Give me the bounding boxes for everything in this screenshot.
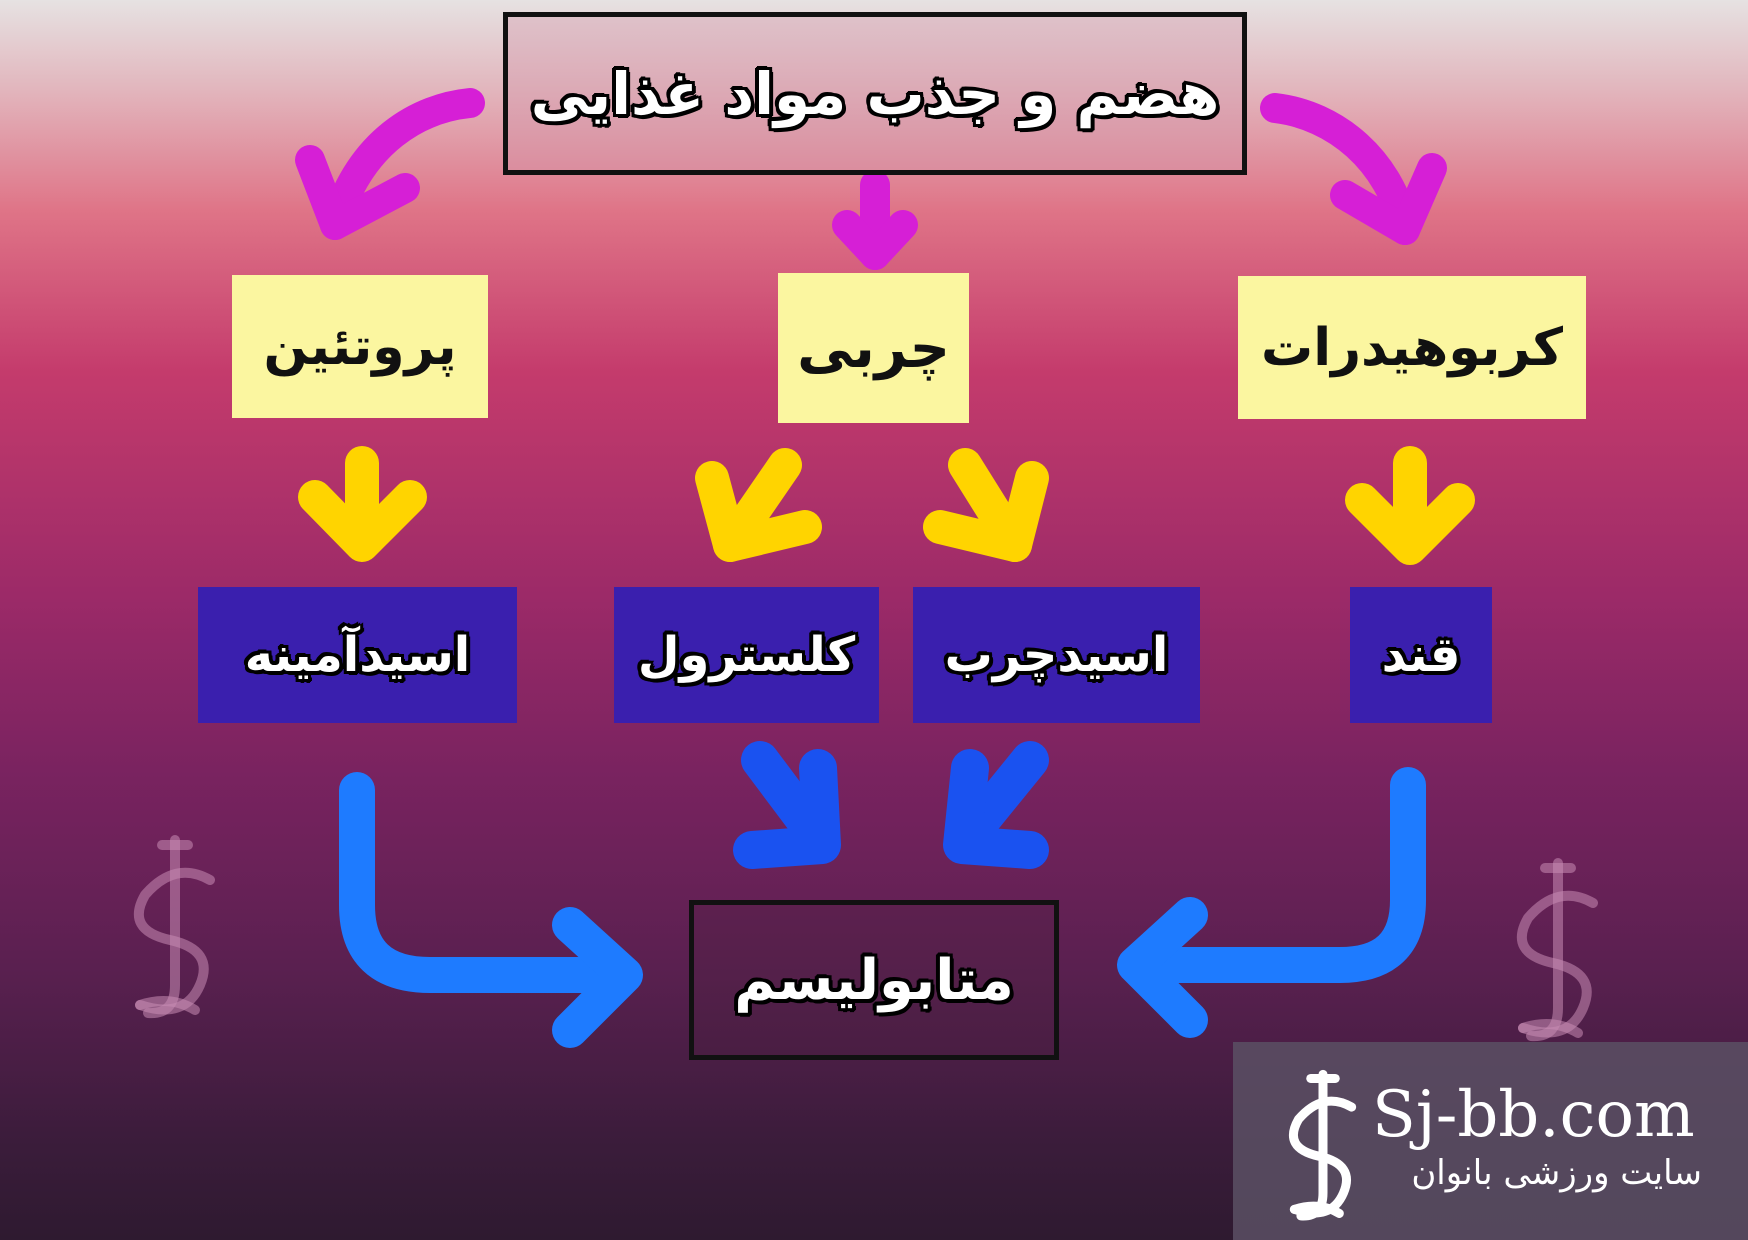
arrow-head-protein — [295, 145, 420, 240]
amino-acid-box: اسیدآمینه — [198, 587, 517, 723]
sj-watermark-left-icon — [133, 835, 215, 1019]
cholesterol-label: کلسترول — [637, 627, 856, 683]
fat-label: چربی — [797, 315, 950, 381]
sj-watermark-right-icon — [1516, 858, 1598, 1042]
sj-logo-icon — [1289, 1069, 1357, 1221]
light-blue-arrows — [339, 767, 1426, 1048]
carbohydrate-box: کربوهیدرات — [1238, 276, 1586, 419]
diagram-title: هضم و جذب مواد غذایی — [530, 59, 1220, 128]
arrow-head-amino-metab — [552, 907, 643, 1048]
magenta-arrows — [295, 88, 1447, 270]
arrow-head-fatty-metab — [943, 749, 1049, 869]
arrow-title-to-carb — [1260, 93, 1420, 245]
sugar-box: قند — [1350, 587, 1492, 723]
arrow-head-amino — [298, 480, 427, 562]
amino-acid-label: اسیدآمینه — [244, 627, 471, 683]
sugar-label: قند — [1381, 627, 1461, 683]
arrow-head-carb — [1330, 153, 1447, 245]
arrow-head-sugar-metab — [1117, 897, 1208, 1038]
carbohydrate-label: کربوهیدرات — [1260, 317, 1564, 378]
title-box: هضم و جذب مواد غذایی — [503, 12, 1247, 175]
metabolism-label: متابولیسم — [734, 947, 1014, 1013]
arrow-amino-to-metabolism — [339, 772, 633, 993]
arrow-head-chol-metab — [733, 749, 841, 869]
arrow-head-fattyacid — [923, 461, 1049, 562]
metabolism-box: متابولیسم — [689, 900, 1059, 1060]
fatty-acid-label: اسیدچرب — [944, 627, 1169, 683]
site-tagline: سایت ورزشی بانوان — [1411, 1153, 1702, 1193]
arrow-sugar-to-metabolism — [1122, 767, 1426, 983]
yellow-arrows — [298, 446, 1475, 565]
protein-label: پروتئین — [263, 316, 457, 377]
cholesterol-box: کلسترول — [614, 587, 879, 723]
fat-box: چربی — [778, 273, 969, 423]
arrow-head-cholesterol — [695, 461, 822, 562]
arrow-head-fat — [832, 210, 918, 270]
dark-blue-arrows — [733, 741, 1049, 869]
arrow-head-sugar — [1345, 483, 1475, 565]
fatty-acid-box: اسیدچرب — [913, 587, 1200, 723]
site-url: Sj-bb.com — [1372, 1078, 1695, 1152]
protein-box: پروتئین — [232, 275, 488, 418]
arrow-title-to-protein — [320, 88, 485, 240]
